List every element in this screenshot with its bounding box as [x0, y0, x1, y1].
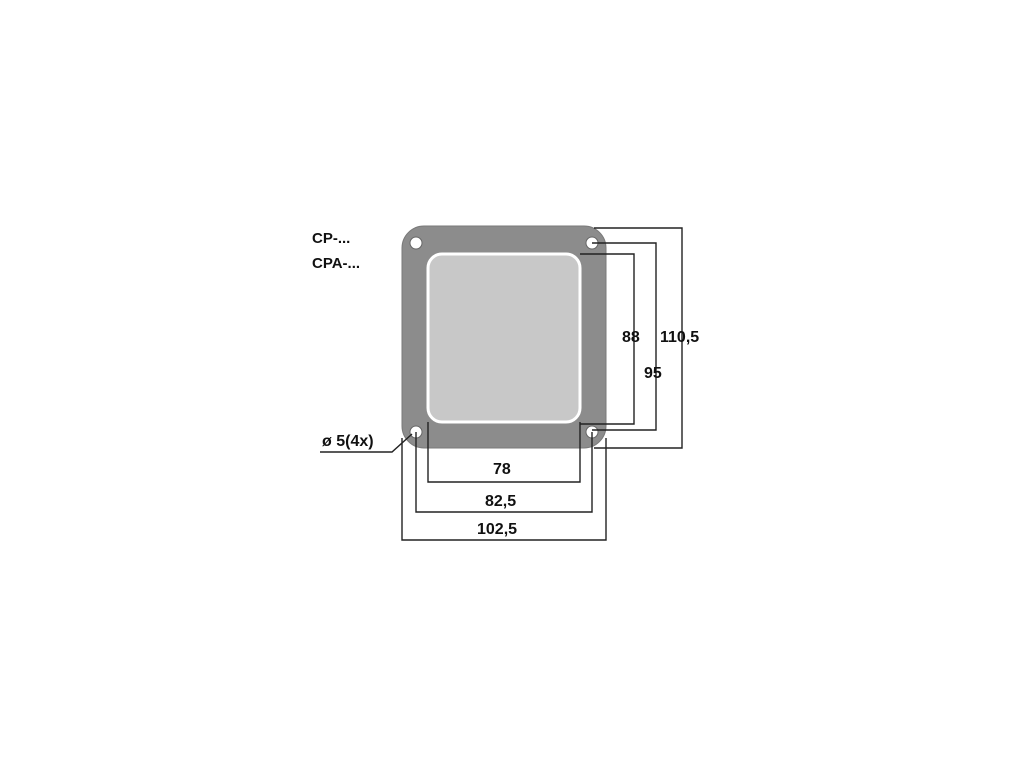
dimension-inner-height: 88: [622, 329, 640, 346]
dimension-inner-width: 78: [493, 461, 511, 478]
dimension-outer-width: 102,5: [477, 521, 517, 538]
width-dimension-lines: [401, 422, 607, 541]
mounting-hole-top-left: [409, 236, 423, 250]
model-label-cp: CP-...: [312, 230, 350, 247]
inner-panel: [426, 252, 582, 424]
hole-leader-line: [320, 433, 413, 453]
height-dimension-lines: [580, 227, 683, 449]
model-label-cpa: CPA-...: [312, 255, 360, 272]
dimension-hole-spacing-width: 82,5: [485, 493, 516, 510]
dimension-outer-height: 110,5: [660, 329, 699, 346]
dimension-hole-spacing-height: 95: [644, 365, 662, 382]
hole-note: ø 5(4x): [322, 433, 374, 450]
